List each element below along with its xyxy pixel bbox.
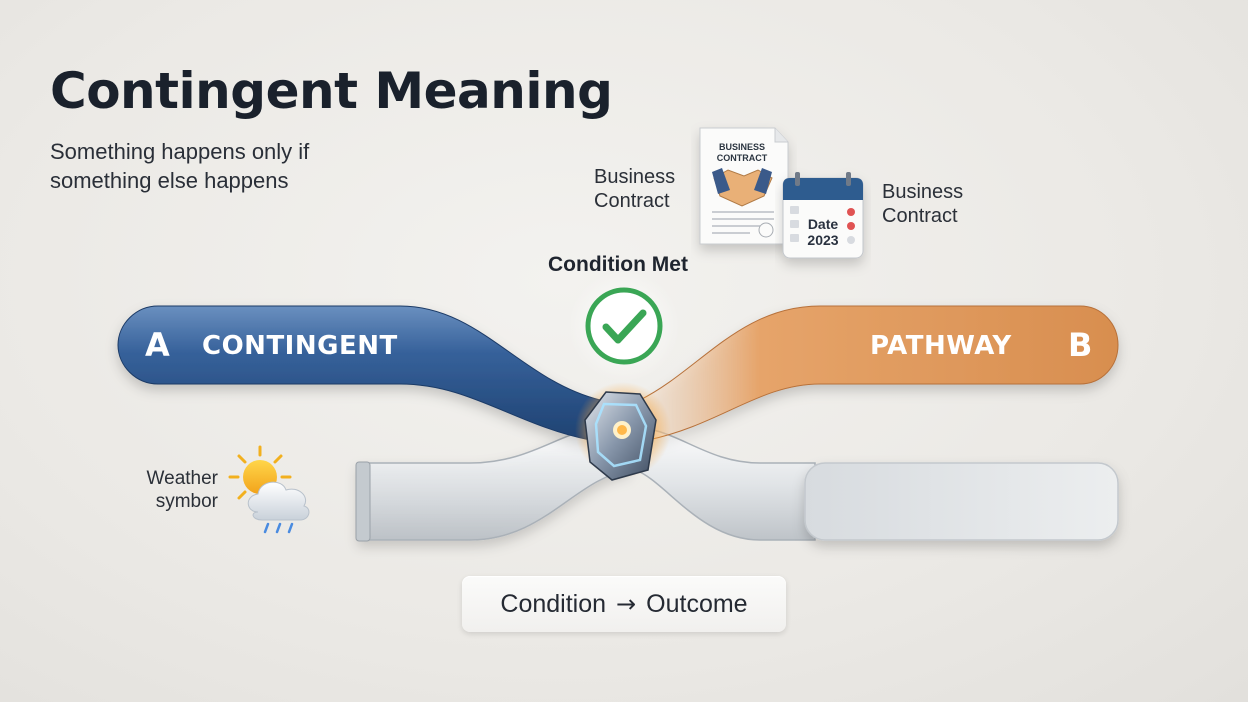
calendar-icon: Date 2023: [782, 172, 864, 259]
check-circle-icon: [568, 270, 680, 382]
document-heading-1: BUSINESS: [719, 142, 765, 152]
formula-outcome: Outcome: [646, 589, 748, 618]
glass-pathway-right: [804, 462, 1119, 541]
formula-condition: Condition: [500, 589, 607, 618]
condition-met-label: Condition Met: [548, 253, 688, 276]
pathway-b-band: [639, 305, 1119, 441]
business-contract-label-left: Business Contract: [594, 165, 675, 213]
document-heading-2: CONTRACT: [717, 153, 768, 163]
page-subtitle: Something happens only if something else…: [50, 139, 310, 193]
contract-document-icon: BUSINESS CONTRACT: [699, 127, 789, 245]
handshake-icon: [712, 168, 773, 207]
pathway-b-word: PATHWAY: [870, 331, 1012, 361]
pathway-b-letter: B: [1068, 326, 1093, 364]
sun-cloud-rain-icon: [228, 445, 310, 534]
calendar-line-2: 2023: [807, 232, 838, 248]
junction-node-icon: [584, 391, 657, 481]
pathway-a-letter: A: [145, 326, 170, 364]
pathway-a-band: [117, 305, 601, 441]
weather-label: Weather symbor: [136, 467, 218, 513]
condition-outcome-formula: Condition → Outcome: [462, 576, 786, 632]
glass-pathway-left-cap: [355, 461, 371, 542]
weather-label-text: Weather symbor: [146, 468, 218, 512]
pathway-a-word: CONTINGENT: [202, 331, 398, 361]
calendar-line-1: Date: [808, 216, 839, 232]
formula-arrow: →: [616, 590, 637, 618]
business-contract-label-left-text: Business Contract: [594, 166, 676, 212]
page-title: Contingent Meaning: [50, 62, 613, 120]
business-contract-label-right: Business Contract: [882, 180, 963, 228]
business-contract-label-right-text: Business Contract: [882, 181, 964, 227]
